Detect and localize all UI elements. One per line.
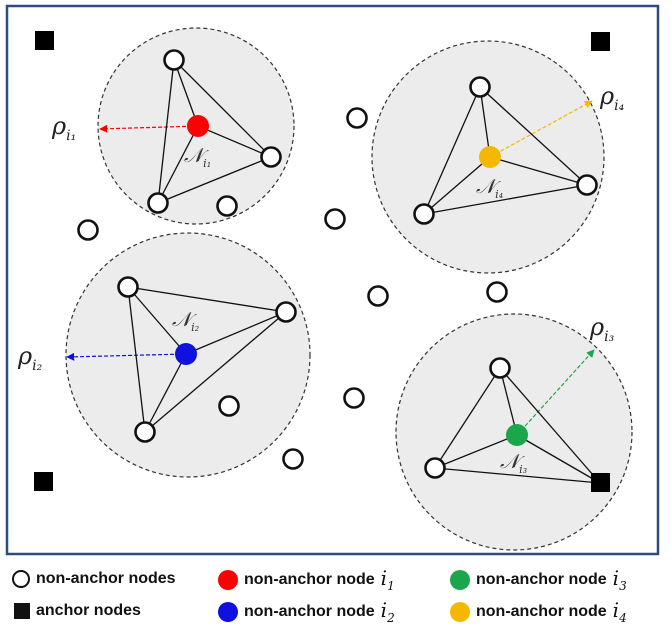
anchor-nodes [34,31,610,492]
non-anchor-node [275,301,297,323]
red-circle-icon [218,569,238,590]
non-anchor-node [134,421,156,443]
non-anchor-node [576,174,598,196]
legend-math: i4 [612,598,627,625]
non-anchor-node [77,219,99,241]
legend-math: i1 [380,566,395,593]
non-anchor-node [489,357,511,379]
label-rho-i4: ρi₄ [599,82,625,114]
label-rho-i1: ρi₁ [51,112,76,144]
radius-arrow-i1 [99,124,199,133]
non-anchor-node [147,192,169,214]
legend-label: non-anchor node [476,602,607,620]
non-anchor-node [367,285,389,307]
legend-label: non-anchor node [244,570,375,588]
yellow-circle-icon [450,601,470,622]
legend-label: non-anchor node [244,602,375,620]
non-anchor-node [163,49,185,71]
node-i3 [506,424,528,446]
green-circle-icon [450,569,470,590]
non-anchor-node [216,195,238,217]
edges-cluster-i4 [424,87,587,214]
non-anchor-node [413,203,435,225]
legend-label: anchor nodes [36,602,141,619]
non-anchor-nodes [77,49,598,479]
non-anchor-node [469,76,491,98]
legend-label: non-anchor node [476,570,607,588]
non-anchor-node [424,457,446,479]
legend-math: i2 [380,598,395,625]
legend-math: i3 [612,566,627,593]
non-anchor-node [117,276,139,298]
anchor-node [34,472,53,491]
legend-node-i2: non-anchor node i2 [218,598,395,625]
label-rho-i2: ρi₂ [17,342,43,374]
anchor-node [35,31,54,50]
non-anchor-node [324,208,346,230]
anchor-node [591,473,610,492]
legend-non-anchor-nodes: non-anchor nodes [12,570,176,588]
node-i4 [479,146,501,168]
edges-cluster-i3 [435,368,600,483]
non-anchor-node [260,146,282,168]
edges-cluster-i2 [128,287,286,432]
non-anchor-node [346,107,368,129]
non-anchor-node [282,448,304,470]
open-circle-icon [12,570,30,588]
node-i2 [175,343,197,365]
square-icon [14,603,30,619]
legend-node-i3: non-anchor node i3 [450,566,627,593]
anchor-node [591,32,610,51]
non-anchor-node [486,281,508,303]
edges-cluster-i1 [158,60,271,203]
non-anchor-node [218,395,240,417]
non-anchor-node [343,387,365,409]
network-diagram: ρi₁ ρi₄ ρi₂ ρi₃ 𝒩i₁ 𝒩i₄ 𝒩i₂ 𝒩i₃ [5,4,660,556]
blue-circle-icon [218,601,238,622]
legend-anchor-nodes: anchor nodes [14,602,141,620]
legend: non-anchor nodes anchor nodes non-anchor… [0,560,672,632]
legend-node-i4: non-anchor node i4 [450,598,627,625]
legend-node-i1: non-anchor node i1 [218,566,395,593]
label-rho-i3: ρi₃ [589,313,615,345]
legend-label: non-anchor nodes [36,570,176,587]
node-i1 [187,115,209,137]
